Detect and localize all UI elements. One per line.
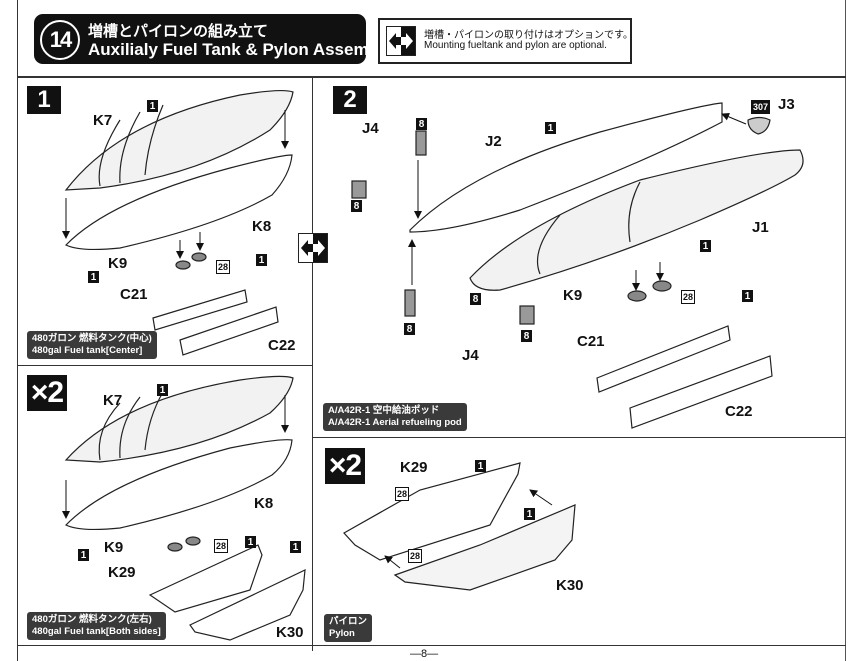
page-frame-left <box>17 0 18 661</box>
step-title-en: Auxilialy Fuel Tank & Pylon Assembly <box>88 40 394 59</box>
pylon-c22-part <box>179 306 279 356</box>
part-label-k29: K29 <box>108 564 136 581</box>
caption-ja: A/A42R-1 空中給油ポッド <box>328 405 440 416</box>
caption-en: A/A42R-1 Aerial refueling pod <box>328 417 462 428</box>
part-label-c21: C21 <box>120 286 148 303</box>
paint-ref: 1 <box>157 384 168 396</box>
paint-ref: 8 <box>416 118 427 130</box>
part-label-k7: K7 <box>93 112 113 129</box>
pod-j2-part <box>409 102 723 233</box>
paint-ref: 1 <box>475 460 486 472</box>
step-number-badge: 14 <box>40 20 80 60</box>
paint-ref: 1 <box>290 541 301 553</box>
part-label-j4: J4 <box>462 347 479 364</box>
paint-ref: 8 <box>521 330 532 342</box>
optional-parts-arrow-icon <box>298 233 328 263</box>
caption-ja: 480ガロン 燃料タンク(中心) <box>32 333 152 344</box>
paint-ref: 8 <box>351 200 362 212</box>
part-label-k30: K30 <box>276 624 304 641</box>
part-label-k8: K8 <box>254 495 274 512</box>
paint-ref: 28 <box>214 539 229 553</box>
caption-en: Pylon <box>329 628 355 639</box>
part-label-j4: J4 <box>362 120 379 137</box>
step-title-ja: 増槽とパイロンの組み立て <box>88 23 269 40</box>
pylon-k30-part <box>393 504 576 591</box>
tank-k8-part <box>64 154 293 251</box>
part-label-j3: J3 <box>778 96 795 113</box>
pylon-c21-part <box>152 289 248 331</box>
paint-ref: 1 <box>700 240 711 252</box>
paint-ref: 1 <box>245 536 256 548</box>
substep-badge-2: 2 <box>333 86 367 114</box>
part-label-k8: K8 <box>252 218 272 235</box>
substep-badge-1: 1 <box>27 86 61 114</box>
optional-note-ja: 増槽・パイロンの取り付けはオプションです。 <box>424 30 633 41</box>
quantity-badge-x2: ×2 <box>325 448 365 484</box>
quantity-badge-x2: ×2 <box>27 375 67 411</box>
part-label-c21: C21 <box>577 333 605 350</box>
step-title-banner: 14 増槽とパイロンの組み立て Auxilialy Fuel Tank & Py… <box>34 14 393 64</box>
paint-ref: 1 <box>256 254 267 266</box>
k9-part <box>175 260 191 270</box>
panel-caption-center-tank: 480ガロン 燃料タンク(中心) 480gal Fuel tank[Center… <box>27 331 157 359</box>
page-frame-right <box>845 0 846 661</box>
panel-caption-pylon: パイロン Pylon <box>324 614 373 642</box>
caption-ja: パイロン <box>329 616 368 627</box>
part-label-c22: C22 <box>725 403 753 420</box>
panel-caption-side-tanks: 480ガロン 燃料タンク(左右) 480gal Fuel tank[Both s… <box>27 612 166 640</box>
panel-divider-left <box>17 365 312 366</box>
part-label-k29: K29 <box>400 459 428 476</box>
part-label-k9: K9 <box>108 255 128 272</box>
pod-j3-part <box>747 116 771 135</box>
paint-ref: 28 <box>216 260 231 274</box>
panel-caption-refueling-pod: A/A42R-1 空中給油ポッド A/A42R-1 Aerial refueli… <box>323 403 467 431</box>
paint-ref: 1 <box>545 122 556 134</box>
paint-ref: 28 <box>681 290 696 304</box>
pod-j1-part <box>469 149 804 291</box>
part-label-c22: C22 <box>268 337 296 354</box>
caption-en: 480gal Fuel tank[Both sides] <box>32 626 161 637</box>
paint-ref: 1 <box>742 290 753 302</box>
part-label-j2: J2 <box>485 133 502 150</box>
paint-ref: 1 <box>147 100 158 112</box>
paint-ref: 1 <box>88 271 99 283</box>
part-label-j1: J1 <box>752 219 769 236</box>
part-label-k30: K30 <box>556 577 584 594</box>
panel-divider-vertical <box>312 78 313 651</box>
header-divider <box>17 76 846 78</box>
page-number: —8— <box>410 648 439 660</box>
paint-ref: 28 <box>395 487 410 501</box>
fin-j4-part <box>415 130 427 156</box>
optional-note-en: Mounting fueltank and pylon are optional… <box>424 40 607 51</box>
caption-ja: 480ガロン 燃料タンク(左右) <box>32 614 152 625</box>
part-label-k7: K7 <box>103 392 123 409</box>
part-label-k9: K9 <box>563 287 583 304</box>
caption-en: 480gal Fuel tank[Center] <box>32 345 143 356</box>
paint-ref: 1 <box>78 549 89 561</box>
paint-ref: 28 <box>408 549 423 563</box>
part-label-k9: K9 <box>104 539 124 556</box>
tank-k7-part <box>64 89 294 191</box>
pylon-k29-part <box>343 462 521 561</box>
panel-divider-right <box>312 437 846 438</box>
optional-note: 増槽・パイロンの取り付けはオプションです。 Mounting fueltank … <box>378 18 633 64</box>
paint-ref: 8 <box>470 293 481 305</box>
optional-parts-arrow-icon <box>386 26 416 56</box>
paint-ref: 307 <box>751 100 771 114</box>
paint-ref: 1 <box>524 508 535 520</box>
footer-divider <box>17 645 846 646</box>
paint-ref: 8 <box>404 323 415 335</box>
